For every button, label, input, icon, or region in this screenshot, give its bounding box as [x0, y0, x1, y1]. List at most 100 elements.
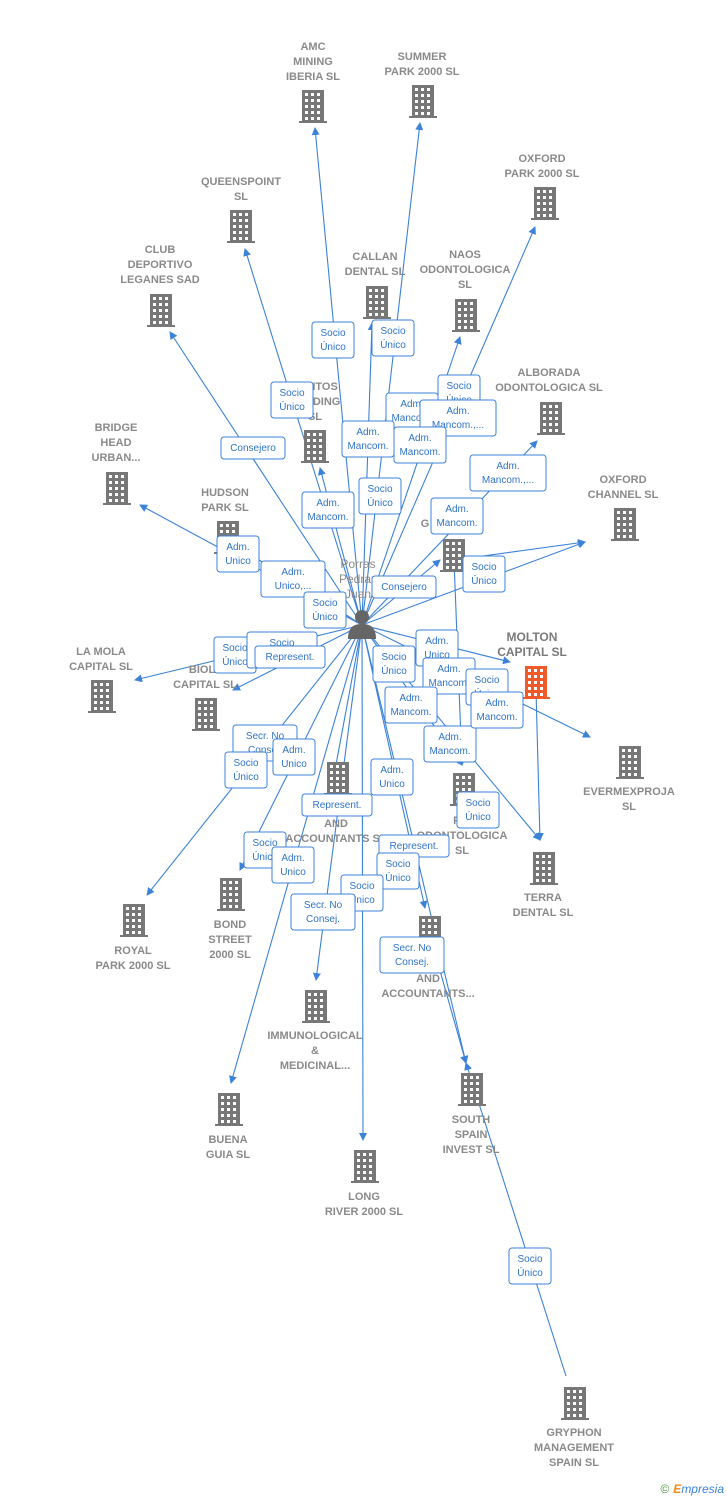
building-icon[interactable]: [103, 472, 131, 505]
relation-tag-text: Socio: [252, 838, 277, 849]
relation-tag[interactable]: Adm.Mancom.,...: [469, 454, 547, 492]
building-icon[interactable]: [409, 85, 437, 118]
building-icon[interactable]: [458, 1073, 486, 1106]
relation-tag[interactable]: Adm.Mancom.: [384, 686, 438, 724]
relation-tag[interactable]: Represent.: [301, 793, 373, 817]
relation-tag[interactable]: Adm.Mancom.: [422, 657, 476, 695]
relation-tag-text: Mancom.: [391, 413, 432, 424]
building-icon[interactable]: [120, 904, 148, 937]
relation-tag[interactable]: Consejero: [220, 436, 286, 460]
company-label-line: SL: [622, 801, 636, 813]
building-icon[interactable]: [351, 1150, 379, 1183]
building-icon[interactable]: [522, 666, 550, 699]
building-icon[interactable]: [147, 294, 175, 327]
relation-tag[interactable]: Adm.Mancom.: [470, 691, 524, 729]
company-label-line: BOND: [214, 919, 246, 931]
company-node-gcomp[interactable]: G: [421, 518, 468, 572]
relation-tag[interactable]: Adm.Mancom.: [423, 725, 477, 763]
building-icon[interactable]: [217, 878, 245, 911]
empresia-brand[interactable]: ©Empresia: [660, 1482, 724, 1496]
relation-tag[interactable]: Adm.Unico: [272, 738, 316, 776]
building-icon[interactable]: [192, 698, 220, 731]
relation-tag-text: Adm.: [425, 636, 448, 647]
building-icon[interactable]: [440, 539, 468, 572]
relation-tag-text: Unico: [225, 556, 251, 567]
relation-tag[interactable]: Adm.Mancom.: [341, 420, 395, 458]
building-icon[interactable]: [530, 852, 558, 885]
relation-tag[interactable]: Adm.Mancom.: [393, 426, 447, 464]
relation-tag[interactable]: Adm.Mancom.: [430, 497, 484, 535]
relation-tag[interactable]: Adm.Unico: [370, 758, 414, 796]
relation-tag[interactable]: Consejero: [371, 575, 437, 599]
building-icon[interactable]: [363, 286, 391, 319]
relation-tag-text: Adm.: [437, 664, 460, 675]
company-label-line: STREET: [208, 934, 252, 946]
building-icon[interactable]: [215, 1093, 243, 1126]
building-icon[interactable]: [531, 187, 559, 220]
building-icon[interactable]: [324, 762, 352, 795]
building-icon[interactable]: [302, 990, 330, 1023]
building-icon[interactable]: [561, 1387, 589, 1420]
building-icon[interactable]: [227, 210, 255, 243]
building-icon[interactable]: [537, 402, 565, 435]
building-icon[interactable]: [299, 90, 327, 123]
building-icon[interactable]: [611, 508, 639, 541]
company-node-immuno[interactable]: IMMUNOLOGICAL&MEDICINAL...: [267, 990, 363, 1072]
building-icon[interactable]: [452, 299, 480, 332]
relation-tag[interactable]: Adm.Unico: [271, 846, 315, 884]
relation-tag[interactable]: Adm.Unico: [415, 629, 459, 667]
relation-tag[interactable]: Adm.Mancom.: [301, 491, 355, 529]
company-label-line: &: [311, 1045, 319, 1057]
relation-tag-text: Represent.: [266, 652, 315, 663]
relation-tag-text: Socio: [367, 484, 392, 495]
building-icon[interactable]: [301, 430, 329, 463]
relation-tag[interactable]: Represent.: [254, 645, 326, 669]
relation-tag[interactable]: Adm.Unico: [216, 535, 260, 573]
building-icon[interactable]: [88, 680, 116, 713]
company-node-bridge[interactable]: BRIDGEHEADURBAN...: [92, 422, 141, 505]
relation-tag-text: Consej.: [306, 914, 340, 925]
relation-tag-text: Adm.: [445, 504, 468, 515]
relation-tag-text: Adm.: [496, 461, 519, 472]
building-icon[interactable]: [616, 746, 644, 779]
relation-tag[interactable]: Adm.Unico,...: [260, 560, 326, 598]
